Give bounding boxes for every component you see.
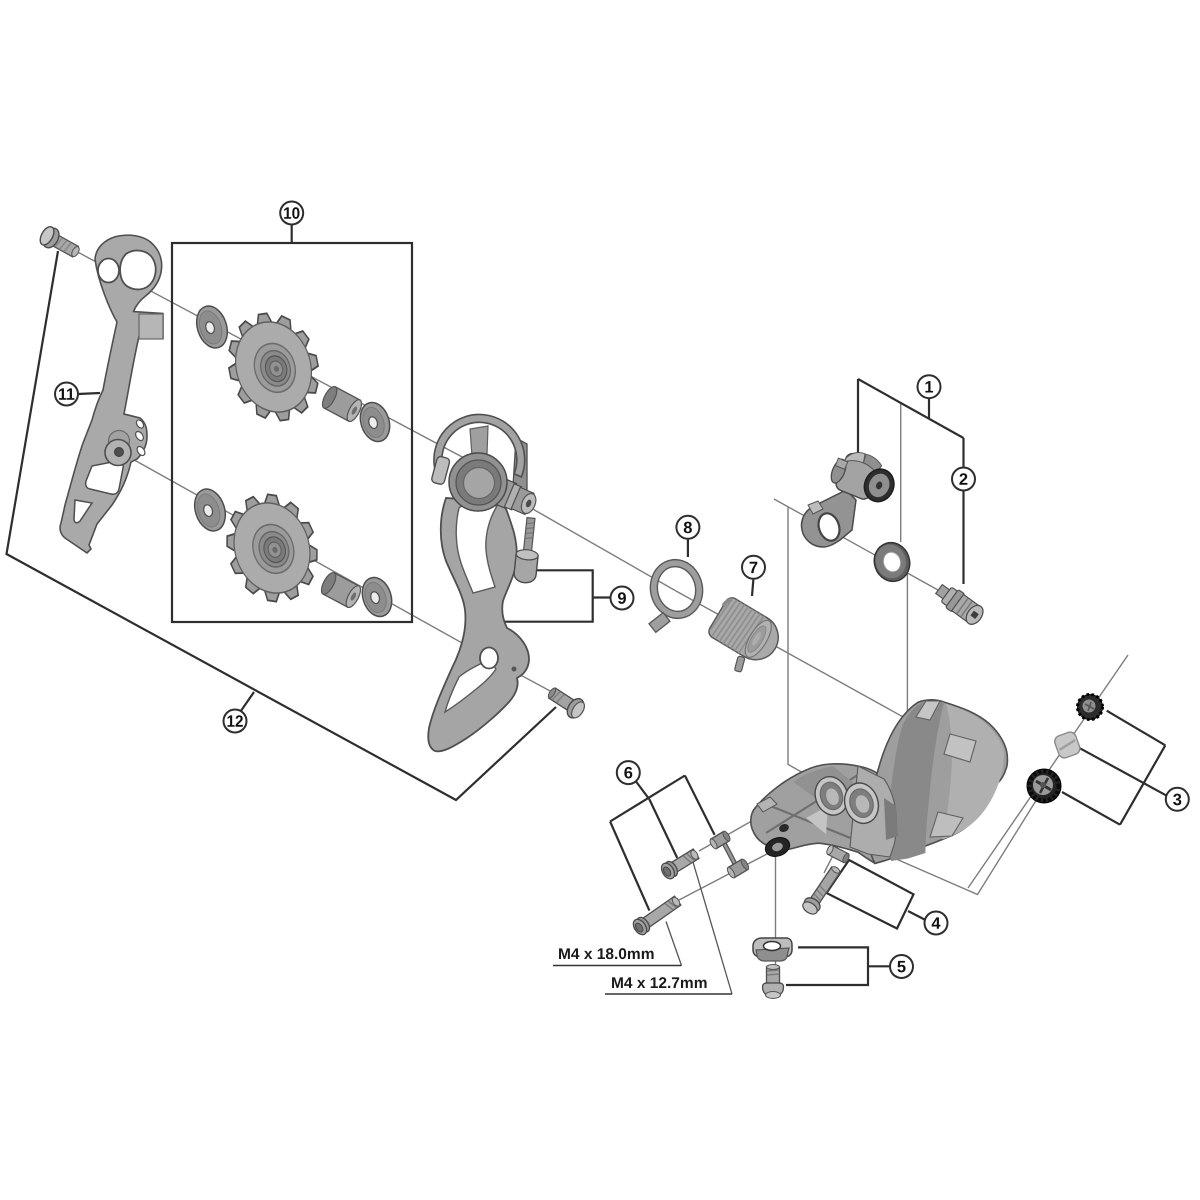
svg-text:3: 3: [1173, 791, 1182, 809]
svg-text:10: 10: [283, 205, 300, 223]
svg-text:M4 x 18.0mm: M4 x 18.0mm: [558, 946, 655, 963]
svg-text:6: 6: [624, 764, 633, 782]
svg-text:M4 x 12.7mm: M4 x 12.7mm: [611, 975, 708, 992]
svg-text:8: 8: [683, 519, 692, 537]
svg-text:11: 11: [58, 386, 75, 404]
svg-text:12: 12: [226, 713, 243, 731]
svg-text:4: 4: [931, 915, 941, 933]
svg-text:7: 7: [749, 559, 758, 577]
svg-text:9: 9: [617, 590, 626, 608]
svg-text:5: 5: [897, 958, 906, 976]
svg-text:1: 1: [924, 378, 933, 396]
svg-text:2: 2: [959, 471, 968, 489]
